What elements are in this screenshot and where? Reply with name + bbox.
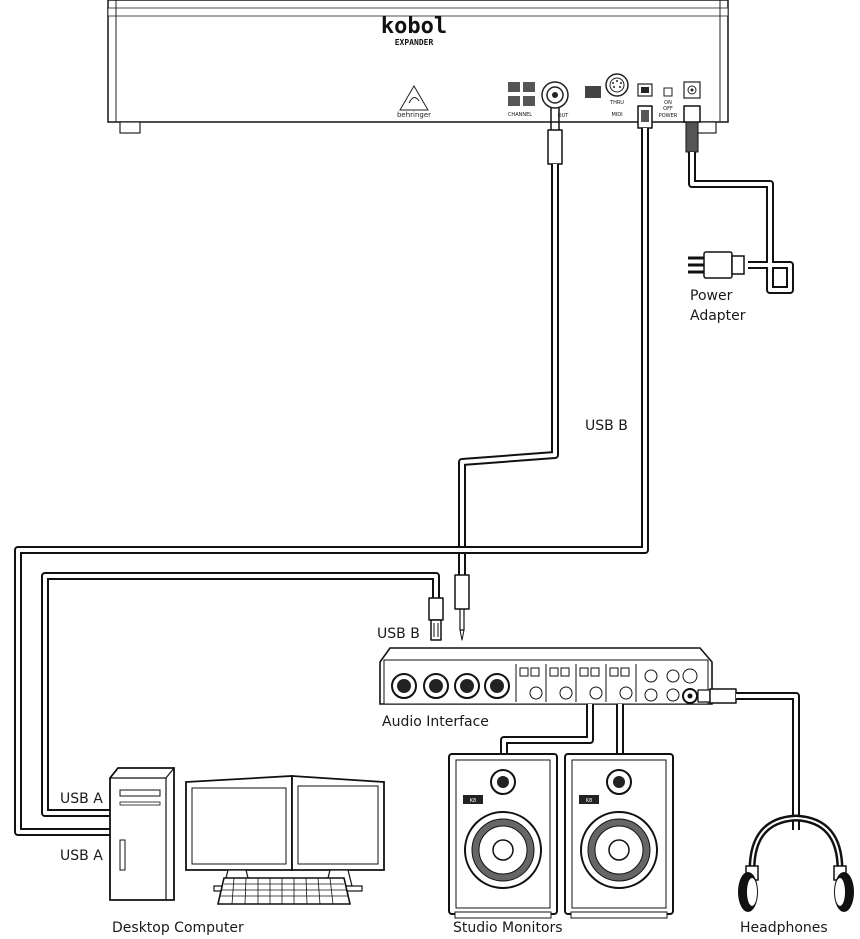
desktop-tower bbox=[109, 767, 175, 901]
on-label: ON bbox=[664, 100, 672, 106]
expander-label: EXPANDER bbox=[395, 38, 434, 47]
behringer-logo-text: behringer bbox=[397, 111, 431, 119]
studio-monitor-right: K8 bbox=[564, 753, 674, 919]
headphones bbox=[738, 814, 854, 912]
studio-monitors-label: Studio Monitors bbox=[453, 920, 563, 936]
power-cable bbox=[683, 105, 794, 294]
usb-b-cable-expander bbox=[14, 105, 653, 836]
midi-din-port: THRU MIDI bbox=[605, 73, 629, 118]
monitor-badge-right: K8 bbox=[586, 798, 592, 804]
monitor-cables bbox=[500, 704, 624, 758]
channel-label: CHANNEL bbox=[508, 112, 532, 118]
midi-label: MIDI bbox=[611, 112, 622, 118]
thru-label: THRU bbox=[609, 100, 624, 106]
power-adapter-label-2: Adapter bbox=[690, 308, 746, 324]
monitor-screen-right bbox=[291, 775, 385, 892]
kobol-logo: kobol bbox=[381, 14, 447, 39]
channel-strips bbox=[515, 664, 698, 702]
power-adapter-label-1: Power bbox=[690, 288, 733, 304]
audio-out-jack: OUT bbox=[541, 81, 570, 119]
power-label: POWER bbox=[659, 113, 678, 119]
audio-interface-label: Audio Interface bbox=[382, 714, 489, 730]
studio-monitor-left: K8 bbox=[448, 753, 558, 919]
headphone-cable bbox=[697, 688, 800, 830]
out-label: OUT bbox=[558, 113, 570, 119]
monitor-screen-left bbox=[185, 775, 293, 892]
power-switch bbox=[663, 87, 673, 97]
combo-inputs bbox=[391, 673, 510, 699]
kobol-expander-unit: kobol EXPANDER behringer CHANNEL OUT bbox=[107, 0, 729, 134]
usb-a-label-2: USB A bbox=[60, 848, 103, 864]
usb-a-label-1: USB A bbox=[60, 791, 103, 807]
audio-cable bbox=[454, 108, 563, 641]
usb-b-cable-label: USB B bbox=[585, 418, 628, 434]
headphones-label: Headphones bbox=[740, 920, 828, 936]
power-adapter bbox=[688, 251, 745, 279]
channel-dip-switches: CHANNEL bbox=[508, 82, 535, 118]
monitor-badge-left: K8 bbox=[470, 798, 476, 804]
desktop-computer-label: Desktop Computer bbox=[112, 920, 244, 936]
off-label: OFF bbox=[663, 106, 673, 112]
usb-b-cable-interface bbox=[41, 572, 444, 817]
keyboard bbox=[216, 877, 352, 905]
usb-b-plug-label: USB B bbox=[377, 626, 420, 642]
audio-interface bbox=[379, 647, 713, 705]
